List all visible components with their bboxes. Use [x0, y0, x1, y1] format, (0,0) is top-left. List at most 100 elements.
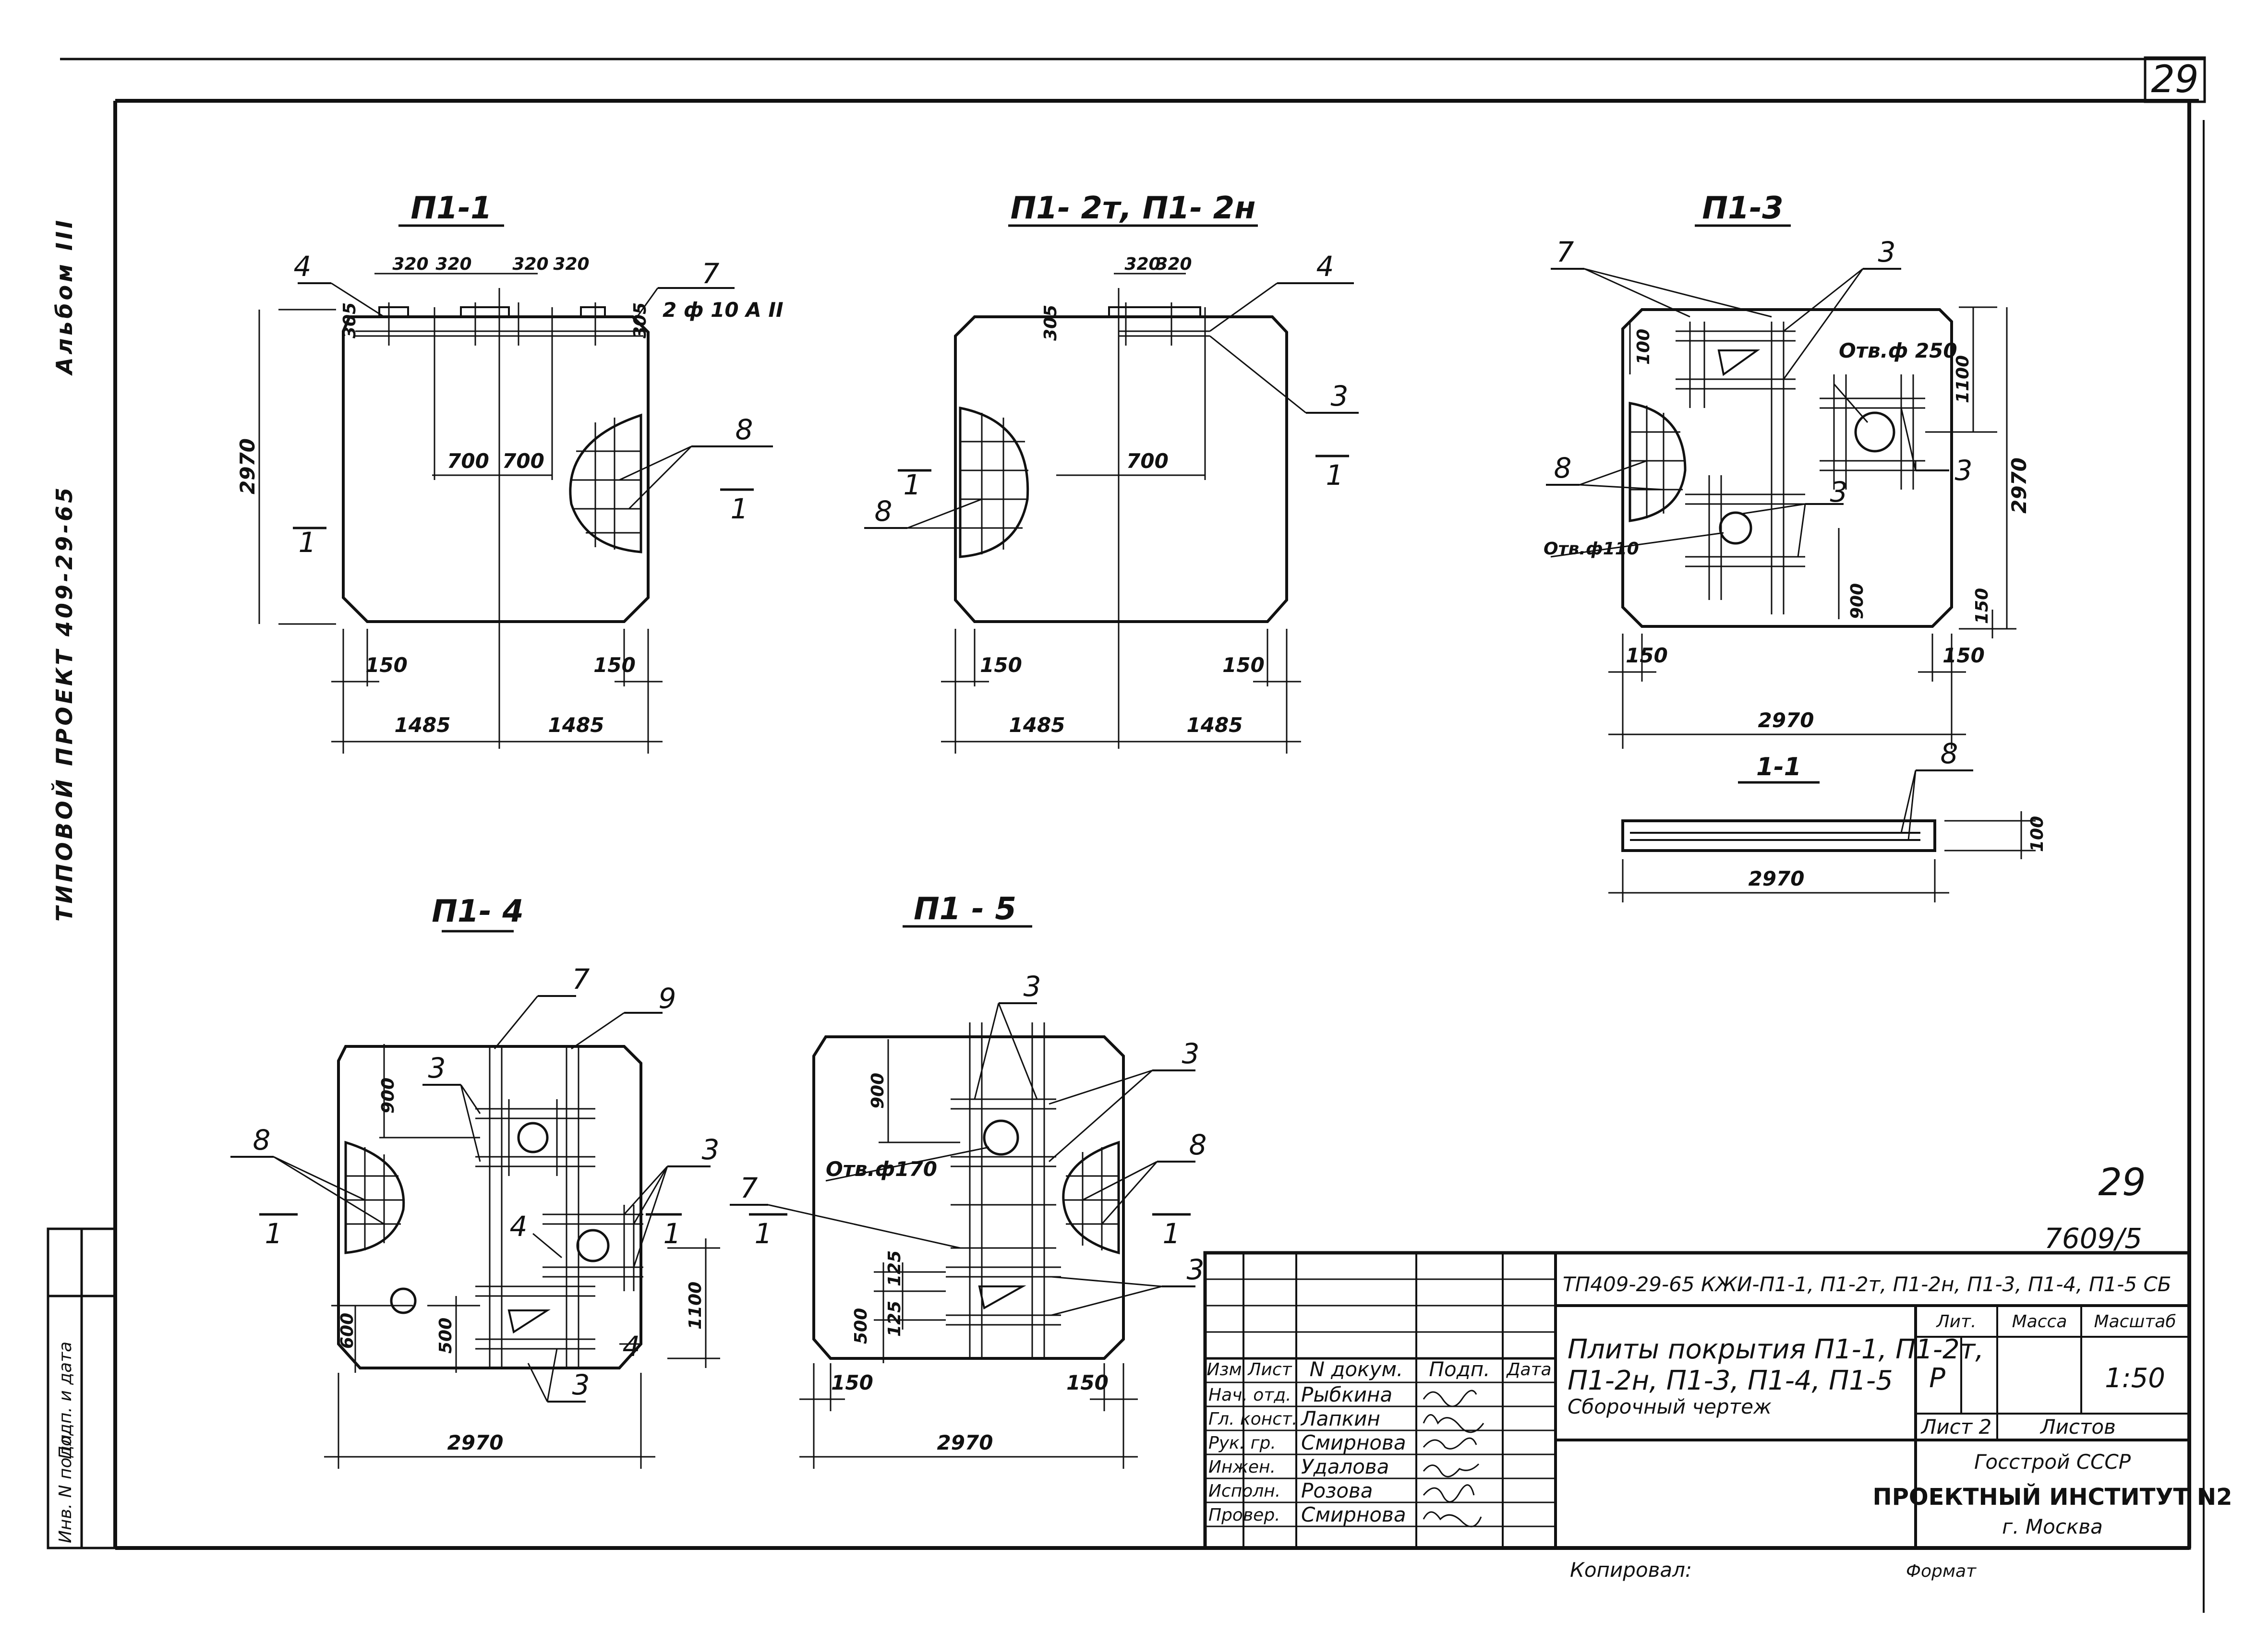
- tb-role-6: Провер.: [1208, 1505, 1280, 1525]
- tb-name-line3: Сборочный чертеж: [1568, 1395, 1772, 1418]
- title-p1-5: П1 - 5: [914, 891, 1016, 927]
- callout-p14-7: 7: [572, 963, 590, 996]
- dim-p13-1100: 1100: [1953, 355, 1973, 403]
- dim-p15-2970: 2970: [937, 1431, 993, 1454]
- tb-person-3: Смирнова: [1301, 1431, 1406, 1454]
- dim-sect-2970: 2970: [1749, 867, 1805, 890]
- dim-p15-500: 500: [851, 1308, 871, 1344]
- callout-p11-8: 8: [736, 413, 753, 446]
- tb-person-1: Рыбкина: [1301, 1383, 1392, 1406]
- section-mark-p12-left: 1: [904, 468, 921, 501]
- callout-p14-3a: 3: [428, 1052, 446, 1084]
- dim-p12-1485b: 1485: [1187, 713, 1243, 737]
- dim-p14-500: 500: [436, 1318, 456, 1354]
- dim-p11-320b: 320: [435, 254, 471, 274]
- dim-p13-150a: 150: [1626, 644, 1668, 667]
- dim-p11-2970: 2970: [236, 438, 259, 494]
- tb-person-4: Удалова: [1301, 1455, 1389, 1478]
- slab-p1-3: П1-3 100 1100 2970 900 150 150 150 2970 …: [1544, 191, 2031, 749]
- title-block: [1203, 1251, 2191, 1550]
- callout-p14-3b: 3: [702, 1133, 720, 1166]
- tb-code: ТП409-29-65 КЖИ-П1-1, П1-2т, П1-2н, П1-3…: [1563, 1272, 2171, 1296]
- dim-p14-1100: 1100: [686, 1282, 705, 1330]
- dim-p11-150a: 150: [365, 653, 408, 677]
- hole-p13-250: Отв.ф 250: [1839, 339, 1957, 362]
- dim-p11-305b: 305: [630, 302, 650, 338]
- dim-p14-900: 900: [378, 1078, 398, 1114]
- tb-name-line1: Плиты покрытия П1-1, П1-2т,: [1568, 1334, 1984, 1365]
- tb-hdr-data: Дата: [1506, 1360, 1551, 1380]
- rebar-note-p11: 2 ф 10 А II: [663, 298, 784, 322]
- left-stamp-inv: Инв. N подл.: [56, 1429, 75, 1543]
- left-stamp-podp: Подп. и дата: [56, 1342, 75, 1459]
- tb-person-5: Розова: [1301, 1479, 1373, 1502]
- slab-p1-1: П1-1 320 320 320 320 305 305 700 700 297…: [236, 191, 784, 754]
- dim-p11-700b: 700: [502, 449, 544, 473]
- dim-p13-2970v: 2970: [2007, 457, 2031, 514]
- section-mark-p11-left: 1: [299, 526, 316, 559]
- callout-p15-3b: 3: [1182, 1037, 1200, 1070]
- signatures: [1423, 1390, 1484, 1527]
- tb-person-6: Смирнова: [1301, 1503, 1406, 1526]
- bottom-copied: Копировал:: [1570, 1558, 1692, 1582]
- tb-org1: Госстрой СССР: [1974, 1450, 2131, 1474]
- callout-p14-8: 8: [253, 1124, 271, 1156]
- callout-sect-8: 8: [1941, 737, 1958, 770]
- slab-p1-4: П1- 4 900 1100 600 500 2970 7 9 3 3 3 4 …: [230, 894, 720, 1469]
- tb-hdr-izm: Изм: [1206, 1360, 1242, 1380]
- section-mark-p14-right: 1: [664, 1217, 681, 1250]
- callout-p14-4a: 4: [510, 1210, 528, 1243]
- callout-p14-9: 9: [659, 982, 676, 1015]
- callout-p15-7: 7: [740, 1172, 758, 1204]
- section-mark-p12-right: 1: [1326, 459, 1344, 492]
- callout-p15-8: 8: [1189, 1128, 1207, 1161]
- dim-p15-150b: 150: [1066, 1371, 1109, 1394]
- dim-p12-305: 305: [1041, 305, 1061, 341]
- tb-role-2: Гл. конст.: [1208, 1409, 1297, 1429]
- album-ref-top: 29: [2098, 1161, 2146, 1204]
- callout-p11-7: 7: [702, 257, 720, 290]
- margin-note: Альбом III: [51, 217, 77, 376]
- dim-p15-900: 900: [868, 1073, 888, 1109]
- dim-p13-100: 100: [1634, 329, 1653, 365]
- tb-role-5: Исполн.: [1208, 1481, 1280, 1501]
- dim-p12-320b: 320: [1156, 254, 1192, 274]
- dim-p11-1485b: 1485: [548, 713, 604, 737]
- tb-scale-label: Масштаб: [2094, 1312, 2176, 1332]
- tb-role-4: Инжен.: [1208, 1457, 1276, 1477]
- dim-p12-320a: 320: [1124, 254, 1160, 274]
- section-1-1: 1-1 100 2970 8: [1608, 737, 2047, 902]
- title-p1-3: П1-3: [1702, 191, 1783, 226]
- hole-p15-170: Отв.ф170: [826, 1157, 937, 1181]
- tb-hdr-list: Лист: [1247, 1360, 1292, 1380]
- tb-sheets: Листов: [2039, 1415, 2116, 1439]
- dim-p11-150b: 150: [593, 653, 636, 677]
- tb-hdr-ndok: N докум.: [1310, 1357, 1403, 1381]
- dim-sect-100: 100: [2027, 816, 2047, 852]
- tb-lit-label: Лит.: [1936, 1312, 1977, 1332]
- title-p1-1: П1-1: [410, 191, 492, 226]
- dim-p12-700: 700: [1126, 449, 1169, 473]
- left-stamp: [47, 1227, 117, 1549]
- dim-p11-320c: 320: [512, 254, 548, 274]
- tb-role-3: Рук. гр.: [1208, 1433, 1276, 1453]
- hole-p13-110: Отв.ф110: [1544, 539, 1639, 559]
- dim-p15-150a: 150: [831, 1371, 873, 1394]
- bottom-format: Формат: [1906, 1561, 1977, 1581]
- callout-p14-3c: 3: [572, 1368, 590, 1401]
- section-mark-p11-right: 1: [731, 492, 748, 525]
- dim-p14-600: 600: [338, 1313, 357, 1349]
- tb-name-line2: П1-2н, П1-3, П1-4, П1-5: [1568, 1365, 1893, 1396]
- dim-p12-1485a: 1485: [1009, 713, 1065, 737]
- dim-p13-150v: 150: [1972, 588, 1992, 624]
- dim-p12-150a: 150: [980, 653, 1022, 677]
- tb-mass-label: Масса: [2012, 1312, 2067, 1332]
- album-ref-bottom: 7609/5: [2044, 1222, 2142, 1255]
- dim-p15-125a: 125: [885, 1250, 905, 1286]
- tb-role-1: Нач. отд.: [1208, 1385, 1291, 1405]
- tb-org3: г. Москва: [2002, 1515, 2103, 1538]
- title-p1-2: П1- 2т, П1- 2н: [1011, 191, 1256, 226]
- tb-hdr-podp: Подп.: [1429, 1357, 1490, 1381]
- callout-p13-3b: 3: [1955, 454, 1973, 487]
